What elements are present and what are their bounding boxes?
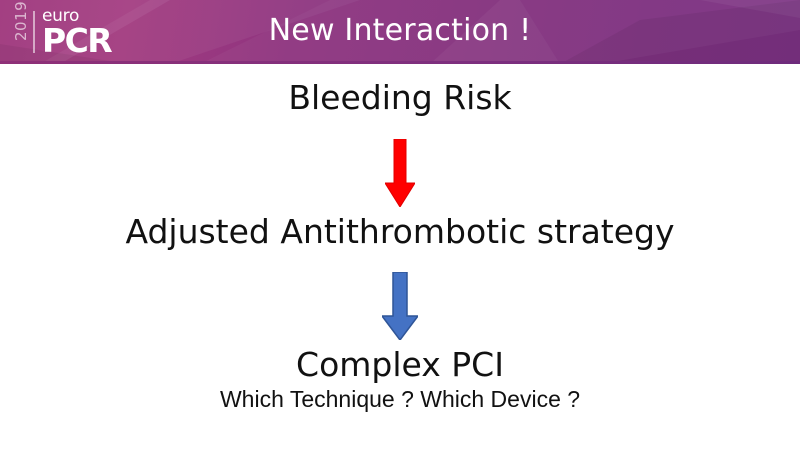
header-facet-pattern [0, 0, 800, 64]
logo-wordmark: euro PCR [42, 5, 113, 60]
logo-pcr-text: PCR [42, 20, 113, 60]
logo-year-label: 2019 [12, 0, 30, 41]
arrow-down-blue-icon [382, 272, 418, 340]
flow-step-complex-pci: Complex PCI [296, 345, 504, 384]
slide-header: 2019 euro PCR New Interaction ! [0, 0, 800, 64]
flow-step-bleeding-risk: Bleeding Risk [288, 78, 512, 117]
logo-divider [33, 11, 35, 53]
logo-euro-text: euro [42, 5, 80, 26]
flow-step-adjusted-antithrombotic-strategy: Adjusted Antithrombotic strategy [125, 212, 675, 251]
slide-body: Bleeding Risk Adjusted Antithrombotic st… [0, 64, 800, 450]
europcr-logo: 2019 euro PCR [12, 0, 113, 60]
flow-step-complex-pci-subtitle: Which Technique ? Which Device ? [219, 386, 581, 412]
arrow-down-red-icon [385, 139, 415, 207]
header-underline [0, 61, 800, 64]
